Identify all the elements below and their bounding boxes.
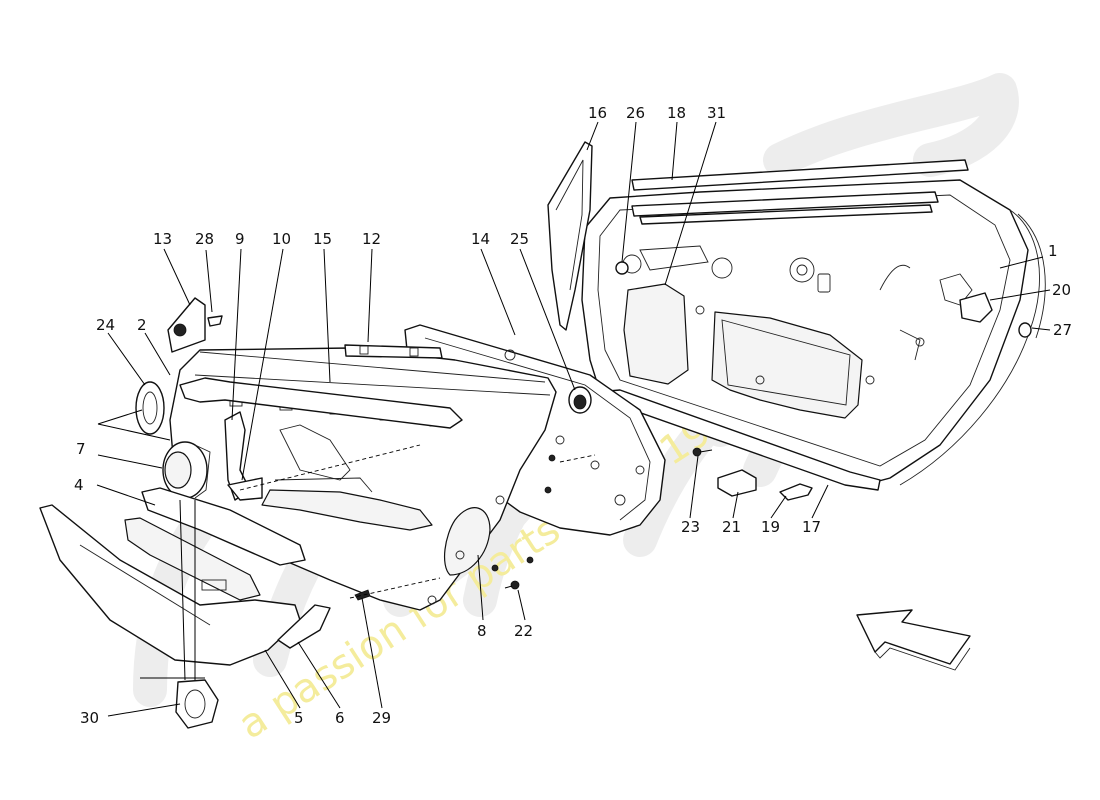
callout-12: 12 bbox=[362, 230, 381, 248]
seal-clip bbox=[717, 469, 757, 497]
callout-29: 29 bbox=[372, 709, 391, 727]
speaker-seal-ring bbox=[135, 381, 165, 435]
callout-16: 16 bbox=[588, 104, 607, 122]
callout-10: 10 bbox=[272, 230, 291, 248]
assembly-lines bbox=[239, 444, 596, 599]
screws-8 bbox=[491, 454, 556, 572]
speaker-adapter-ring bbox=[175, 679, 219, 729]
callout-9: 9 bbox=[235, 230, 245, 248]
callout-22: 22 bbox=[514, 622, 533, 640]
callout-21: 21 bbox=[722, 518, 741, 536]
sill-pad bbox=[779, 483, 813, 501]
pocket-trim-insert bbox=[277, 604, 331, 649]
callout-6: 6 bbox=[335, 709, 345, 727]
inner-door-handle bbox=[224, 411, 263, 501]
door-bumper bbox=[568, 386, 592, 414]
callout-7: 7 bbox=[76, 440, 86, 458]
callout-23: 23 bbox=[681, 518, 700, 536]
upper-trim-capping bbox=[179, 377, 463, 429]
top-clip-strip bbox=[344, 344, 443, 359]
callout-26: 26 bbox=[626, 104, 645, 122]
callout-5: 5 bbox=[294, 709, 304, 727]
callout-18: 18 bbox=[667, 104, 686, 122]
screw-29 bbox=[354, 589, 371, 601]
screw-23 bbox=[692, 447, 713, 457]
door-speaker bbox=[162, 441, 211, 499]
grab-handle-trim bbox=[141, 487, 306, 566]
callout-13: 13 bbox=[153, 230, 172, 248]
callout-14: 14 bbox=[471, 230, 490, 248]
screw-22 bbox=[504, 580, 520, 590]
callout-15: 15 bbox=[313, 230, 332, 248]
mirror-sail-trim bbox=[547, 141, 593, 331]
callout-17: 17 bbox=[802, 518, 821, 536]
callout-20: 20 bbox=[1052, 281, 1071, 299]
callout-2: 2 bbox=[137, 316, 147, 334]
callout-31: 31 bbox=[707, 104, 726, 122]
callout-30: 30 bbox=[80, 709, 99, 727]
frame-grommet bbox=[615, 261, 629, 275]
lower-door-seal bbox=[596, 389, 881, 491]
tweeter-housing bbox=[167, 297, 223, 353]
callout-25: 25 bbox=[510, 230, 529, 248]
frame-plug bbox=[1018, 322, 1032, 338]
callout-4: 4 bbox=[74, 476, 84, 494]
front-direction-arrow-icon bbox=[856, 609, 971, 671]
callout-labels: 1 2 4 5 6 7 8 9 10 12 13 14 15 16 17 18 … bbox=[74, 104, 1072, 727]
callout-27: 27 bbox=[1053, 321, 1072, 339]
callout-19: 19 bbox=[761, 518, 780, 536]
callout-24: 24 bbox=[96, 316, 115, 334]
latch-cover bbox=[959, 292, 993, 323]
window-seal-strips bbox=[631, 159, 969, 225]
leader-lines bbox=[96, 121, 1051, 717]
callout-1: 1 bbox=[1048, 242, 1058, 260]
callout-8: 8 bbox=[477, 622, 487, 640]
callout-28: 28 bbox=[195, 230, 214, 248]
